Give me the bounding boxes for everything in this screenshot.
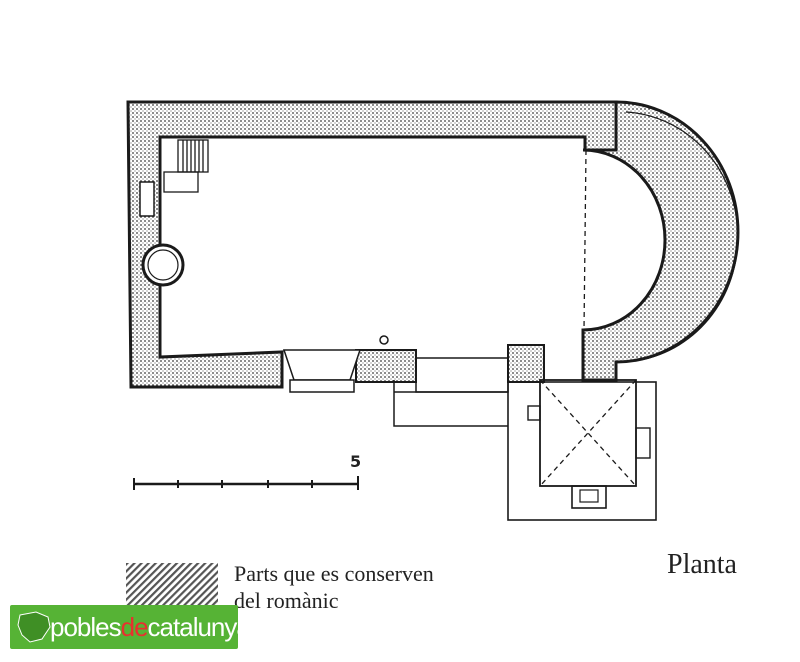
legend-text: Parts que es conserven del romànic [234,560,474,614]
oculus-inner [147,249,179,281]
logo-part-1: pobles [50,612,122,642]
apse-chord-line [583,149,587,331]
apse-wall [581,100,740,382]
bell-tower [507,379,657,521]
legend-hatch-swatch [126,563,218,609]
annex-walls [393,357,509,427]
wall-ring-marker [379,335,389,345]
pobles-de-catalunya-logo[interactable]: poblesdecatalunya [10,605,251,649]
oculus-window [141,243,185,287]
stair-detail [163,139,209,193]
south-doorway [282,349,362,381]
catalonia-map-icon [17,611,51,643]
doorway-step [289,379,355,393]
scale-bar [133,476,359,490]
legend-line-1: Parts que es conserven [234,561,434,586]
south-wall-segment-east [355,349,417,383]
apse-outer-line [625,111,739,361]
south-wall-pier [507,344,545,383]
legend-line-2: del romànic [234,588,339,613]
plan-title: Planta [667,549,737,580]
logo-part-3: catalunya [147,612,251,642]
scale-label: 5 [350,452,362,471]
logo-part-2: de [120,612,149,642]
west-niche [139,181,155,217]
logo-wordmark: poblesdecatalunya [50,612,251,643]
